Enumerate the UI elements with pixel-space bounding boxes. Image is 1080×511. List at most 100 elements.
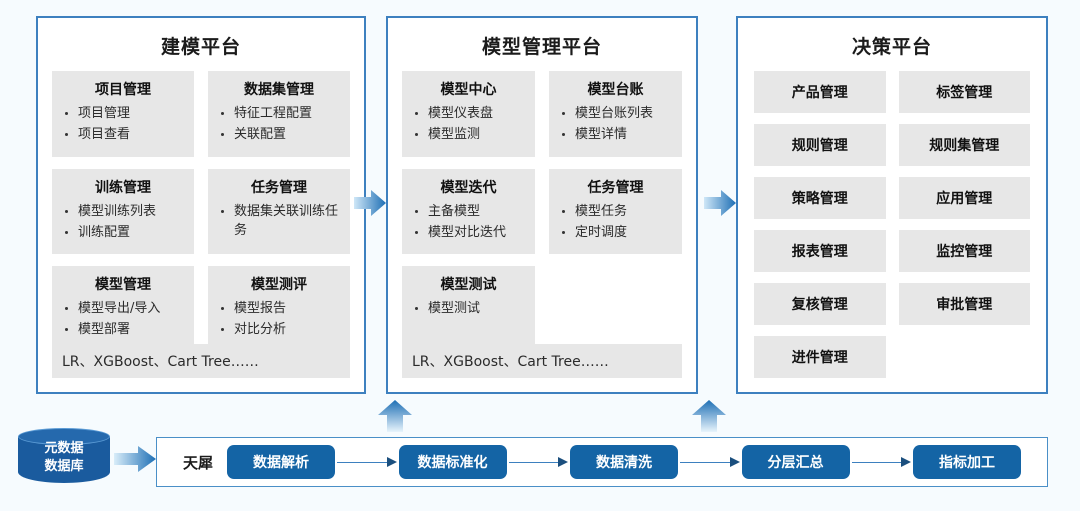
- list-item[interactable]: 关联配置: [221, 125, 340, 144]
- connector-arrowhead: [901, 456, 912, 467]
- tile-ruleset-management[interactable]: 规则集管理: [898, 124, 1030, 166]
- list-item[interactable]: 模型仪表盘: [415, 104, 525, 123]
- panel-body-model-management: 模型中心 模型仪表盘 模型监测 模型台账 模型台账列表 模型详情 模型迭代 主备…: [388, 71, 696, 354]
- module-card-task-management[interactable]: 任务管理 数据集关联训练任务: [208, 169, 350, 254]
- arrow-up-icon: [692, 400, 726, 432]
- panel-model-management-platform: 模型管理平台 模型中心 模型仪表盘 模型监测 模型台账 模型台账列表 模型详情 …: [386, 16, 698, 394]
- module-card-model-ledger[interactable]: 模型台账 模型台账列表 模型详情: [549, 71, 682, 157]
- tile-strategy-management[interactable]: 策略管理: [754, 177, 886, 219]
- connector-arrowhead: [558, 456, 569, 467]
- panel-title-decision: 决策平台: [851, 36, 932, 58]
- module-card-model-test[interactable]: 模型测试 模型测试: [402, 266, 535, 354]
- panel-decision-platform: 决策平台 产品管理 标签管理 规则管理 规则集管理 策略管理 应用管理 报表管理…: [736, 16, 1048, 394]
- list-item[interactable]: 特征工程配置: [221, 104, 340, 123]
- pipeline-connector-arrow-icon: [680, 456, 740, 468]
- tile-grid-decision: 产品管理 标签管理 规则管理 规则集管理 策略管理 应用管理 报表管理 监控管理…: [738, 71, 1046, 378]
- database-label-line1: 元数据: [44, 441, 84, 456]
- list-item[interactable]: 训练配置: [65, 223, 184, 242]
- module-card-project-management[interactable]: 项目管理 项目管理 项目查看: [52, 71, 194, 157]
- pipeline-step-data-standardization[interactable]: 数据标准化: [398, 445, 507, 479]
- list-item[interactable]: 模型训练列表: [65, 202, 184, 221]
- list-item[interactable]: 模型部署: [65, 320, 184, 339]
- list-item[interactable]: 模型报告: [221, 299, 340, 318]
- cylinder-top: [18, 428, 110, 445]
- module-head: 任务管理: [587, 180, 644, 196]
- module-head: 数据集管理: [244, 82, 314, 98]
- module-item-list: 特征工程配置 关联配置: [214, 104, 344, 144]
- module-head: 模型管理: [95, 277, 151, 293]
- tile-label-management[interactable]: 标签管理: [898, 71, 1030, 113]
- arrow-right-icon: [354, 188, 386, 218]
- module-card-dataset-management[interactable]: 数据集管理 特征工程配置 关联配置: [208, 71, 350, 157]
- tile-intake-management[interactable]: 进件管理: [754, 336, 886, 378]
- pipeline-step-layered-aggregation[interactable]: 分层汇总: [741, 445, 850, 479]
- connector-line: [337, 461, 388, 463]
- module-item-list: 数据集关联训练任务: [214, 202, 344, 240]
- module-head: 模型中心: [440, 82, 497, 98]
- arrow-right-icon: [114, 445, 156, 473]
- tile-review-management[interactable]: 复核管理: [754, 283, 886, 325]
- module-item-list: 模型任务 定时调度: [555, 202, 676, 242]
- module-head: 模型测评: [251, 277, 307, 293]
- algorithm-bar-modeling: LR、XGBoost、Cart Tree……: [52, 344, 350, 378]
- database-icon: 元数据 数据库: [18, 428, 110, 490]
- tile-rule-management[interactable]: 规则管理: [754, 124, 886, 166]
- module-card-training-management[interactable]: 训练管理 模型训练列表 训练配置: [52, 169, 194, 254]
- list-item[interactable]: 模型测试: [415, 299, 525, 318]
- module-head: 模型台账: [587, 82, 644, 98]
- tile-report-management[interactable]: 报表管理: [754, 230, 886, 272]
- database-label: 元数据 数据库: [18, 440, 110, 476]
- list-item[interactable]: 主备模型: [415, 202, 525, 221]
- connector-line: [851, 461, 903, 463]
- module-card-model-center[interactable]: 模型中心 模型仪表盘 模型监测: [402, 71, 535, 157]
- list-item[interactable]: 项目查看: [65, 125, 184, 144]
- pipeline-connector-arrow-icon: [508, 456, 569, 468]
- module-item-list: 模型台账列表 模型详情: [555, 104, 676, 144]
- module-head: 模型迭代: [440, 180, 497, 196]
- algorithm-bar-model-management: LR、XGBoost、Cart Tree……: [402, 344, 682, 378]
- module-head: 项目管理: [95, 82, 151, 98]
- module-item-list: 模型报告 对比分析: [214, 299, 344, 339]
- connector-arrowhead: [386, 456, 397, 467]
- module-card-model-iteration[interactable]: 模型迭代 主备模型 模型对比迭代: [402, 169, 535, 254]
- module-grid-modeling: 项目管理 项目管理 项目查看 数据集管理 特征工程配置 关联配置 训练管理 模型…: [52, 71, 350, 354]
- pipeline-connector-arrow-icon: [337, 456, 397, 468]
- module-head: 任务管理: [251, 180, 307, 196]
- tile-approval-management[interactable]: 审批管理: [898, 283, 1030, 325]
- list-item[interactable]: 模型详情: [562, 125, 672, 144]
- panel-body-modeling: 项目管理 项目管理 项目查看 数据集管理 特征工程配置 关联配置 训练管理 模型…: [38, 71, 364, 354]
- tile-monitoring-management[interactable]: 监控管理: [898, 230, 1030, 272]
- list-item[interactable]: 定时调度: [562, 223, 672, 242]
- database-label-line2: 数据库: [44, 459, 84, 474]
- panel-modeling-platform: 建模平台 项目管理 项目管理 项目查看 数据集管理 特征工程配置 关联配置 训练…: [36, 16, 366, 394]
- connector-line: [508, 461, 560, 463]
- module-item-list: 模型测试: [408, 299, 529, 318]
- list-item[interactable]: 模型监测: [415, 125, 525, 144]
- module-item-list: 模型训练列表 训练配置: [58, 202, 188, 242]
- module-card-model-evaluation[interactable]: 模型测评 模型报告 对比分析: [208, 266, 350, 354]
- pipeline-step-metric-processing[interactable]: 指标加工: [913, 445, 1022, 479]
- module-grid-model-management: 模型中心 模型仪表盘 模型监测 模型台账 模型台账列表 模型详情 模型迭代 主备…: [402, 71, 682, 354]
- list-item[interactable]: 数据集关联训练任务: [221, 204, 339, 238]
- tile-application-management[interactable]: 应用管理: [898, 177, 1030, 219]
- module-card-model-management[interactable]: 模型管理 模型导出/导入 模型部署: [52, 266, 194, 354]
- tile-product-management[interactable]: 产品管理: [754, 71, 886, 113]
- list-item[interactable]: 项目管理: [65, 104, 184, 123]
- module-item-list: 主备模型 模型对比迭代: [408, 202, 529, 242]
- list-item[interactable]: 模型对比迭代: [415, 223, 525, 242]
- pipeline-connector-arrow-icon: [851, 456, 912, 468]
- list-item[interactable]: 模型台账列表: [562, 104, 672, 123]
- list-item[interactable]: 模型导出/导入: [65, 299, 184, 318]
- data-pipeline-container: 天犀 数据解析 数据标准化 数据清洗 分层汇总 指标加工: [156, 437, 1048, 487]
- module-card-task-management[interactable]: 任务管理 模型任务 定时调度: [549, 169, 682, 254]
- arrow-right-icon: [704, 188, 736, 218]
- pipeline-label: 天犀: [183, 453, 214, 472]
- list-item[interactable]: 对比分析: [221, 320, 340, 339]
- module-head: 模型测试: [440, 277, 497, 293]
- pipeline-step-data-parsing[interactable]: 数据解析: [227, 445, 336, 479]
- pipeline-step-data-cleaning[interactable]: 数据清洗: [570, 445, 679, 479]
- list-item[interactable]: 模型任务: [562, 202, 672, 221]
- module-item-list: 项目管理 项目查看: [58, 104, 188, 144]
- panel-title-model-management: 模型管理平台: [481, 36, 602, 58]
- panel-title-modeling: 建模平台: [160, 36, 241, 58]
